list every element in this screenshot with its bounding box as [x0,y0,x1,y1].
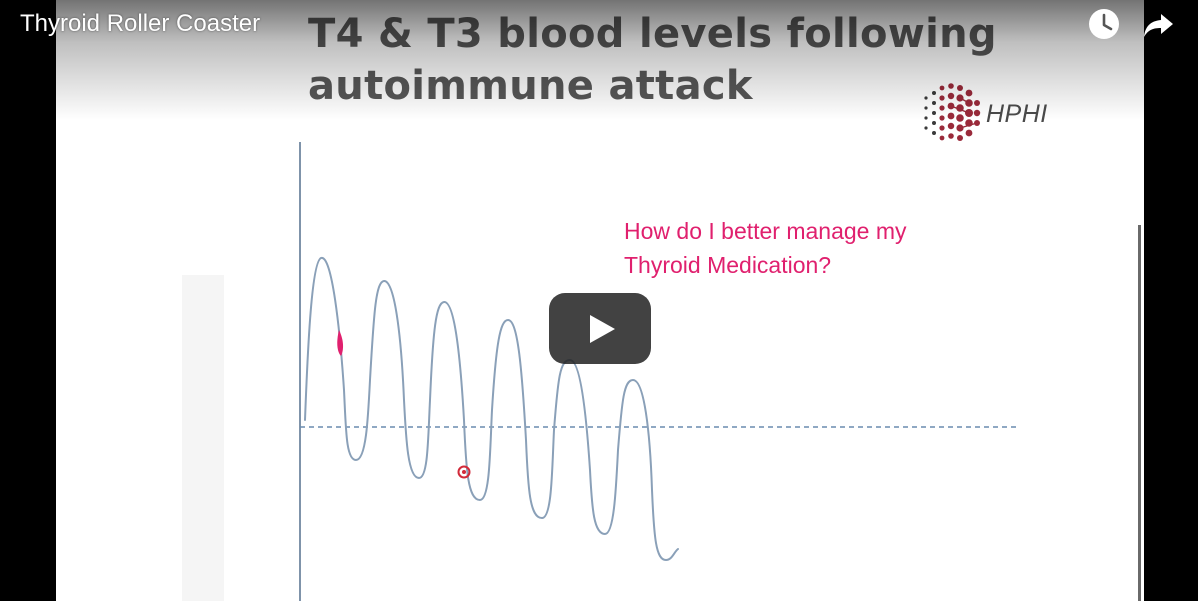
pink-marker-stroke [337,330,344,356]
red-cursor-dot [457,465,471,479]
video-title[interactable]: Thyroid Roller Coaster [20,10,261,37]
frame-edge-line [1138,225,1141,601]
frame-side-bar [182,275,224,601]
graph-oscillation-curve [304,257,679,561]
play-icon [549,293,651,364]
clock-icon [1089,9,1119,39]
red-cursor-center [462,470,466,474]
slide-question: How do I better manage my Thyroid Medica… [624,218,907,278]
hormone-level-graph [299,142,1016,601]
share-arrow-icon [1144,14,1173,37]
watch-later-button[interactable] [1088,8,1120,40]
play-button[interactable] [549,293,651,364]
share-button[interactable] [1143,8,1175,40]
